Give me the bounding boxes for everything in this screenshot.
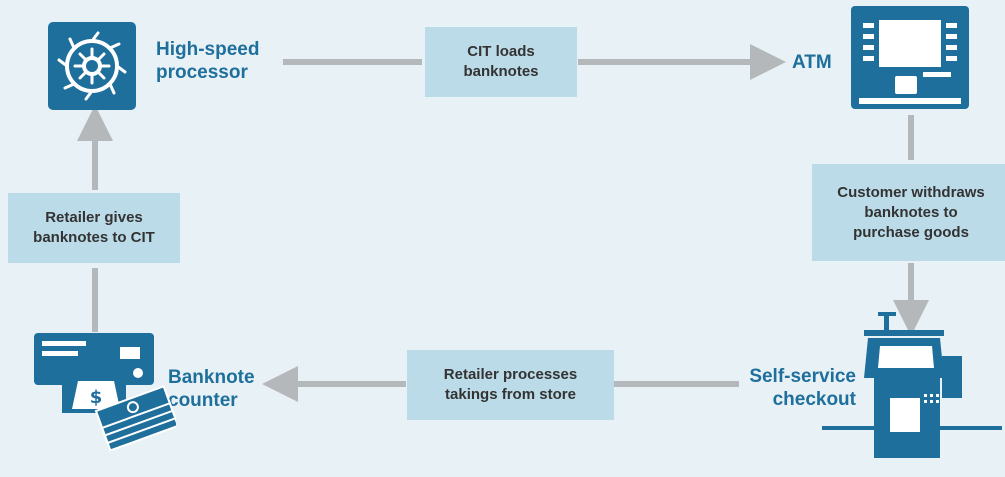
step-cit-loads-line1: CIT loads — [467, 43, 535, 60]
gear-processor-icon — [48, 22, 136, 110]
self-checkout-icon — [822, 312, 1002, 458]
banknote-counter-icon: $ — [34, 333, 176, 452]
step-customer-withdraws: Customer withdraws banknotes to purchase… — [812, 164, 1005, 261]
step-cit-loads-line2: banknotes — [463, 63, 539, 80]
step-processes-line2: takings from store — [445, 386, 576, 403]
counter-label-line2: counter — [168, 390, 238, 411]
step-withdraws-line2: banknotes to — [864, 203, 958, 221]
atm-icon — [851, 6, 969, 109]
step-withdraws-line1: Customer withdraws — [837, 183, 985, 201]
checkout-label: Self-service checkout — [748, 365, 856, 411]
step-retailer-gives: Retailer gives banknotes to CIT — [8, 193, 180, 263]
svg-text:$: $ — [90, 387, 103, 408]
processor-label-line1: High-speed — [156, 39, 260, 60]
atm-label: ATM — [792, 52, 832, 73]
step-gives-line1: Retailer gives — [45, 209, 143, 226]
step-retailer-processes: Retailer processes takings from store — [407, 350, 614, 420]
counter-label: Banknote counter — [168, 366, 255, 412]
processor-label: High-speed processor — [156, 38, 259, 84]
processor-label-line2: processor — [156, 62, 248, 83]
step-gives-line2: banknotes to CIT — [33, 229, 155, 246]
step-withdraws-line3: purchase goods — [853, 223, 969, 241]
counter-label-line1: Banknote — [168, 367, 255, 388]
checkout-label-line1: Self-service — [749, 366, 856, 387]
step-cit-loads: CIT loads banknotes — [425, 27, 577, 97]
step-processes-line1: Retailer processes — [443, 366, 578, 383]
checkout-label-line2: checkout — [772, 389, 856, 410]
